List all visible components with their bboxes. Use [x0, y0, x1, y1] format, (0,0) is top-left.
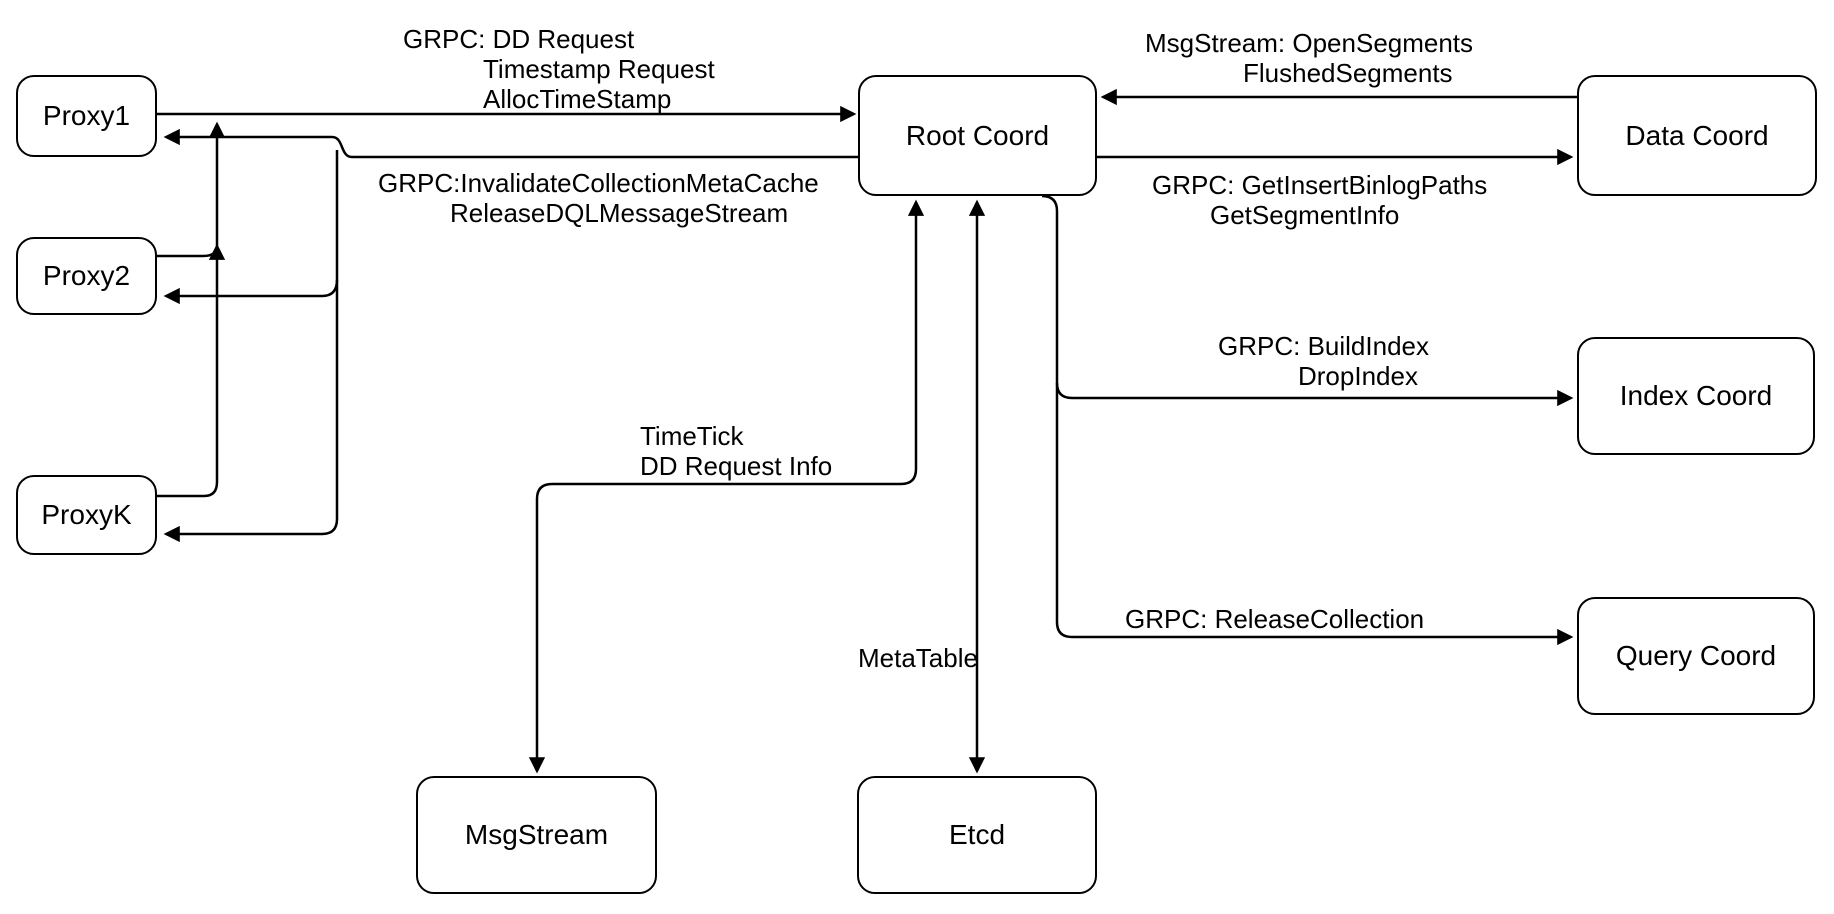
edge-label-line: FlushedSegments [1243, 58, 1453, 88]
edge-label-line: GetSegmentInfo [1210, 200, 1400, 230]
node-etcd: Etcd [857, 776, 1097, 894]
edge-proxy2-up-to-grpc-line [157, 243, 226, 260]
node-proxy1: Proxy1 [16, 75, 157, 157]
node-label-proxyk: ProxyK [41, 499, 132, 530]
edge-label-line: GRPC: BuildIndex [1218, 331, 1429, 361]
edge-rootcoord-to-proxyk [163, 150, 339, 543]
node-label-msgstream: MsgStream [464, 819, 609, 850]
edge-rootcoord-to-indexcoord [1055, 382, 1574, 407]
node-root-coord: Root Coord [858, 75, 1097, 196]
node-label-proxy1: Proxy1 [42, 100, 131, 131]
edge-label-line: MsgStream: OpenSegments [1145, 28, 1474, 58]
node-data-coord: Data Coord [1577, 75, 1817, 196]
edge-label-line: GRPC:InvalidateCollectionMetaCache [378, 168, 819, 198]
node-query-coord: Query Coord [1577, 597, 1815, 715]
node-label-etcd: Etcd [948, 819, 1006, 850]
edge-label-line: GRPC: DD Request [403, 24, 635, 54]
edge-label-line: GRPC: ReleaseCollection [1125, 604, 1425, 634]
edge-rootcoord-to-proxy1 [163, 128, 858, 159]
edge-label-line: TimeTick [640, 421, 744, 451]
edge-label-line: MetaTable [858, 643, 978, 673]
edge-label-metatable: MetaTable [858, 643, 978, 673]
edge-label-line: Timestamp Request [483, 54, 715, 84]
edge-label-line: GRPC: GetInsertBinlogPaths [1152, 170, 1488, 200]
edge-rootcoord-to-querycoord [1041, 194, 1574, 646]
edge-label-line: DropIndex [1298, 361, 1418, 391]
node-label-data-coord: Data Coord [1625, 119, 1769, 151]
edge-rootcoord-to-proxy2 [163, 279, 339, 305]
edge-label-line: ReleaseDQLMessageStream [450, 198, 789, 228]
edge-proxyk-up-to-grpc-line [157, 121, 226, 498]
node-index-coord: Index Coord [1577, 337, 1815, 455]
node-proxy2: Proxy2 [16, 237, 157, 315]
edge-rootcoord-msgstream-timetick [528, 199, 925, 774]
node-label-proxy2: Proxy2 [42, 260, 131, 291]
edge-label-line: AllocTimeStamp [483, 84, 672, 114]
node-proxyk: ProxyK [16, 475, 157, 555]
node-label-query-coord: Query Coord [1615, 640, 1777, 671]
node-label-index-coord: Index Coord [1619, 380, 1773, 411]
node-label-root-coord: Root Coord [905, 119, 1050, 151]
edge-label-line: DD Request Info [640, 451, 833, 481]
node-msgstream: MsgStream [416, 776, 657, 894]
edge-label-grpc-releasecollection: GRPC: ReleaseCollection [1125, 604, 1424, 634]
